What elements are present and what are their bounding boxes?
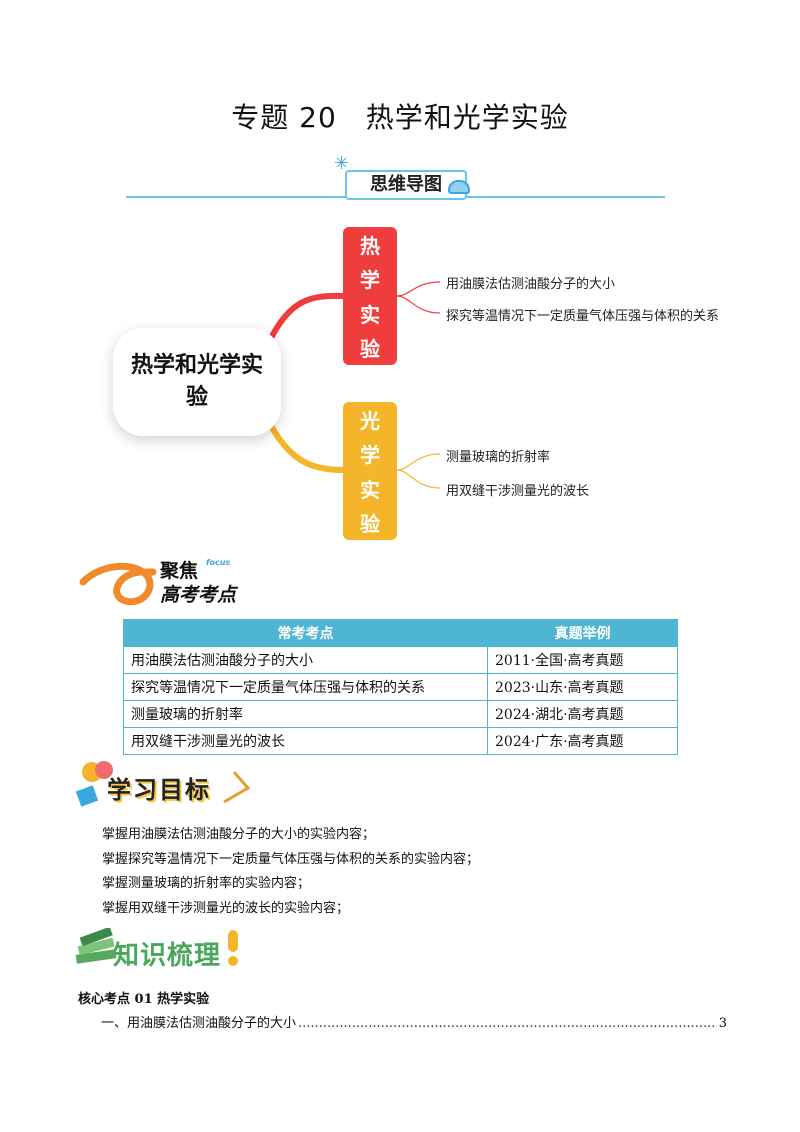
focus-title-line2: 高考考点 [160,584,237,606]
mindmap-leaf: 探究等温情况下一定质量气体压强与体积的关系 [446,309,720,324]
goals-title: 学习目标 [107,776,211,804]
column-header: 真题举例 [487,619,678,647]
connector-yellow [267,422,344,473]
table-row: 探究等温情况下一定质量气体压强与体积的关系 2023·山东·高考真题 [123,673,678,701]
leaf-line-red-2 [396,295,441,314]
table-header-row: 常考考点 真题举例 [123,619,678,647]
toc-entry-text: 一、用油膜法估测油酸分子的大小 [101,1016,297,1031]
mindmap-leaf: 用油膜法估测油酸分子的大小 [446,277,616,292]
branch-char: 学 [360,443,380,468]
toc-leader-dots [298,1016,717,1031]
table-row: 用双缝干涉测量光的波长 2024·广东·高考真题 [123,727,678,755]
branch-char: 光 [360,408,380,433]
table-cell: 2011·全国·高考真题 [487,646,678,674]
list-item: 掌握测量玻璃的折射率的实验内容； [102,876,311,891]
focus-tag: focus [206,558,231,567]
list-item: 掌握探究等温情况下一定质量气体压强与体积的关系的实验内容； [102,851,480,867]
header-rule-right [465,196,665,198]
cup-icon [448,180,470,194]
table-cell: 测量玻璃的折射率 [123,700,488,728]
table-cell: 用双缝干涉测量光的波长 [123,727,488,755]
table-row: 用油膜法估测油酸分子的大小 2011·全国·高考真题 [123,646,678,674]
connector-red [267,292,344,342]
branch-char: 热 [360,233,380,258]
mindmap-leaf: 用双缝干涉测量光的波长 [446,484,590,499]
branch-char: 实 [360,302,380,327]
knowledge-title: 知识梳理 [113,941,222,971]
mindmap-center-node: 热学和光学实验 [113,328,281,436]
branch-char: 学 [360,268,380,293]
column-header: 常考考点 [123,619,488,647]
branch-thermal-box: 热 学 实 验 [343,227,397,365]
section-heading: 核心考点 01 热学实验 [78,992,210,1007]
sparkle-icon: ✳ [334,153,350,174]
leaf-line-red-1 [396,281,441,297]
exclamation-icon [228,930,238,966]
toc-entry[interactable]: 一、用油膜法估测油酸分子的大小 3 [101,1012,727,1031]
list-item: 掌握用油膜法估测油酸分子的大小的实验内容； [102,827,376,842]
table-cell: 用油膜法估测油酸分子的大小 [123,646,488,674]
page-title: 专题 20 热学和光学实验 [231,101,569,134]
swirl-arrow-icon [79,562,157,606]
balloon-icon [75,761,251,807]
table-cell: 2024·广东·高考真题 [487,727,678,755]
leaf-line-yellow-1 [396,453,441,471]
list-item: 掌握用双缝干涉测量光的波长的实验内容； [102,900,350,916]
focus-title-line1: 聚焦 [160,560,199,582]
leaf-line-yellow-2 [396,469,441,489]
goals-list: 掌握用油膜法估测油酸分子的大小的实验内容； 掌握探究等温情况下一定质量气体压强与… [102,823,479,921]
table-cell: 探究等温情况下一定质量气体压强与体积的关系 [123,673,488,701]
table-cell: 2023·山东·高考真题 [487,673,678,701]
toc-page-number: 3 [718,1016,727,1031]
books-icon [75,928,117,964]
table-cell: 2024·湖北·高考真题 [487,700,678,728]
branch-char: 实 [360,477,380,502]
header-rule-left [126,196,348,198]
mindmap-leaf: 测量玻璃的折射率 [446,450,551,465]
table-row: 测量玻璃的折射率 2024·湖北·高考真题 [123,700,678,728]
branch-char: 验 [360,337,380,362]
branch-optics-box: 光 学 实 验 [343,402,397,540]
exam-points-table: 常考考点 真题举例 用油膜法估测油酸分子的大小 2011·全国·高考真题 探究等… [123,619,678,755]
branch-char: 验 [360,512,380,537]
